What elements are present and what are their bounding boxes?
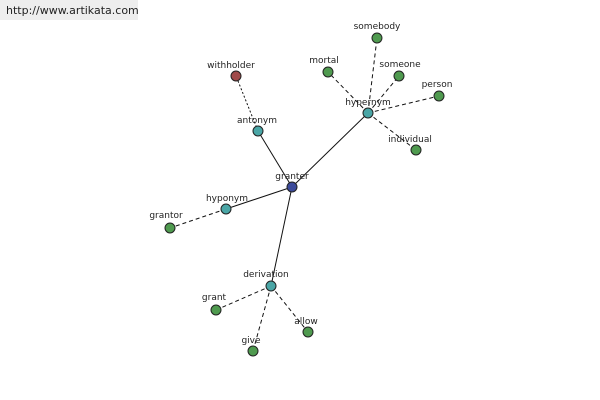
node-dot-person[interactable]	[433, 90, 445, 102]
node-grantor[interactable]: grantor	[149, 211, 183, 234]
edge-antonym-withholder	[235, 75, 259, 132]
node-dot-antonym[interactable]	[252, 125, 264, 137]
node-antonym[interactable]: antonym	[237, 116, 277, 137]
node-hyponym[interactable]: hyponym	[206, 194, 248, 215]
node-individual[interactable]: individual	[388, 135, 432, 156]
node-label-antonym: antonym	[237, 116, 277, 126]
node-label-allow: allow	[294, 317, 317, 327]
edge-granter-hypernym	[291, 112, 369, 188]
edge-granter-antonym	[257, 130, 293, 188]
node-label-person: person	[422, 80, 453, 90]
node-dot-somebody[interactable]	[371, 32, 383, 44]
node-dot-someone[interactable]	[393, 70, 405, 82]
watermark-url[interactable]: http://www.artikata.com	[6, 4, 139, 17]
node-withholder[interactable]: withholder	[207, 61, 255, 82]
node-mortal[interactable]: mortal	[309, 56, 339, 78]
node-dot-grantor[interactable]	[164, 222, 176, 234]
node-dot-withholder[interactable]	[230, 70, 242, 82]
node-granter[interactable]: granter	[275, 172, 309, 193]
node-label-hyponym: hyponym	[206, 194, 248, 204]
node-label-give: give	[241, 336, 261, 346]
node-dot-allow[interactable]	[302, 326, 314, 338]
node-label-withholder: withholder	[207, 61, 255, 71]
graph-nodes: granter antonym hypernym hyponym derivation w…	[149, 22, 453, 357]
node-label-granter: granter	[275, 172, 309, 182]
node-allow[interactable]: allow	[294, 317, 318, 338]
edge-hypernym-mortal	[327, 71, 369, 114]
node-someone[interactable]: someone	[379, 60, 421, 82]
node-dot-hypernym[interactable]	[362, 107, 374, 119]
node-dot-derivation[interactable]	[265, 280, 277, 292]
node-label-derivation: derivation	[243, 270, 289, 280]
node-somebody[interactable]: somebody	[354, 22, 401, 44]
node-dot-individual[interactable]	[410, 144, 422, 156]
node-label-someone: someone	[379, 60, 421, 70]
node-derivation[interactable]: derivation	[243, 270, 289, 292]
node-label-individual: individual	[388, 135, 432, 145]
edge-hypernym-individual	[367, 112, 417, 151]
edge-granter-derivation	[270, 186, 293, 287]
node-label-grantor: grantor	[149, 211, 183, 221]
watermark-banner: http://www.artikata.com	[0, 0, 139, 20]
node-person[interactable]: person	[422, 80, 453, 102]
edge-hypernym-person	[367, 95, 440, 114]
node-dot-hyponym[interactable]	[220, 203, 232, 215]
node-dot-granter[interactable]	[286, 181, 298, 193]
node-label-grant: grant	[202, 293, 227, 303]
edge-hyponym-grantor	[169, 208, 227, 229]
node-hypernym[interactable]: hypernym	[345, 98, 391, 119]
edge-derivation-allow	[270, 285, 309, 333]
graph-edges	[169, 37, 440, 352]
node-label-hypernym: hypernym	[345, 98, 391, 108]
node-give[interactable]: give	[241, 336, 261, 357]
edge-derivation-grant	[215, 285, 272, 311]
edge-hypernym-somebody	[367, 37, 378, 114]
node-grant[interactable]: grant	[202, 293, 227, 316]
node-dot-grant[interactable]	[210, 304, 222, 316]
node-dot-give[interactable]	[247, 345, 259, 357]
node-dot-mortal[interactable]	[322, 66, 334, 78]
node-label-mortal: mortal	[309, 56, 339, 66]
edge-derivation-give	[252, 285, 272, 352]
edge-granter-hyponym	[225, 186, 293, 210]
edge-hypernym-someone	[367, 75, 400, 114]
node-label-somebody: somebody	[354, 22, 401, 32]
